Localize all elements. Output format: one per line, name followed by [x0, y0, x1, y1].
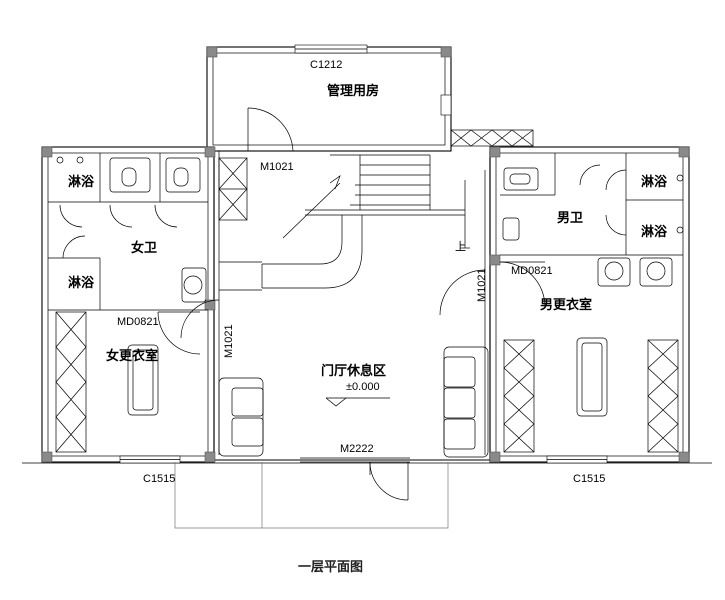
elevation-label: ±0.000 [346, 381, 380, 393]
door-code-mens-locker: MD0821 [511, 265, 553, 277]
door-code-lobby-left: M1021 [223, 324, 235, 358]
room-shower-w-bottom-label: 淋浴 [68, 275, 95, 291]
room-shower-m-top-label: 淋浴 [641, 174, 668, 190]
stair [219, 154, 470, 291]
drawing-title: 一层平面图 [298, 560, 363, 575]
window-code-right: C1515 [573, 473, 605, 485]
door-code-management: M1021 [260, 161, 294, 173]
lobby-sofas [218, 346, 489, 458]
window-code-top: C1212 [310, 59, 342, 71]
room-womens-locker-label: 女更衣室 [106, 348, 158, 364]
door-code-lobby-right: M1021 [476, 268, 488, 302]
door-code-womens-locker: MD0821 [117, 316, 159, 328]
room-management-label: 管理用房 [327, 83, 379, 99]
stair-up-label: 上 [455, 240, 466, 253]
mens-wc-fixtures [500, 153, 684, 287]
door-code-main: M2222 [340, 443, 374, 455]
room-womens-wc-label: 女卫 [131, 240, 157, 256]
room-lobby-label: 门厅休息区 [321, 363, 386, 379]
door-swings [59, 107, 627, 501]
room-mens-locker-label: 男更衣室 [540, 297, 592, 313]
locker-cabinets [55, 311, 679, 453]
structural-columns [41, 46, 690, 463]
room-mens-wc-label: 男卫 [557, 211, 583, 226]
windows [119, 44, 608, 464]
womens-wc-fixtures [48, 153, 208, 311]
entrance-platform [174, 462, 449, 529]
room-shower-w-top-label: 淋浴 [68, 174, 95, 190]
room-shower-m-bottom-label: 淋浴 [641, 224, 668, 240]
shaft-hatch [218, 129, 534, 221]
window-code-left: C1515 [143, 473, 175, 485]
elevation-marker [325, 397, 347, 407]
